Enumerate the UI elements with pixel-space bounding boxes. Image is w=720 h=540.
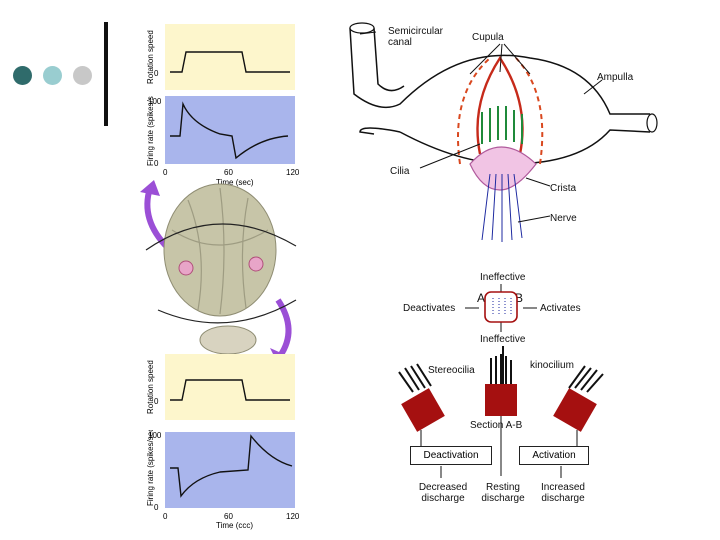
pointer-canal <box>359 31 377 35</box>
decor-dot-1 <box>13 66 32 85</box>
cilia-green <box>481 106 523 144</box>
purple-arrow-up <box>144 187 171 251</box>
label-cilia: Cilia <box>390 166 410 177</box>
decor-dot-3 <box>73 66 92 85</box>
top-rate-ylabel: Firing rate (spikes/sec) <box>146 96 155 166</box>
canal-opening <box>349 22 375 34</box>
hair-cell-left <box>401 388 445 432</box>
label-a: A <box>477 291 486 305</box>
cupula-dashed-left <box>457 57 491 165</box>
nerve-fibers <box>481 173 523 242</box>
bottom-rate-ytick-max: 100 <box>148 431 162 440</box>
hair-cell-diagram <box>398 284 604 478</box>
decor-vertical-bar <box>104 22 108 126</box>
bottom-xtick-0: 0 <box>163 512 168 521</box>
head-illustration <box>140 180 297 360</box>
label-ampulla: Ampulla <box>597 72 634 83</box>
deactivation-box: Deactivation <box>410 446 492 465</box>
pointer-nerve <box>517 215 551 223</box>
top-xtick-0: 0 <box>163 168 168 177</box>
label-ineffective-top: Ineffective <box>480 272 526 283</box>
top-xtick-120: 120 <box>286 168 300 177</box>
bottom-speed-plot: Rotation speed 0 <box>120 352 300 426</box>
rotation-arrow-bottom <box>157 299 297 324</box>
pointer-ampulla <box>583 79 603 95</box>
pointer-cilia <box>419 143 481 169</box>
label-decreased: Decreased discharge <box>418 482 468 504</box>
label-stereocilia: Stereocilia <box>428 365 475 376</box>
top-speed-trace <box>170 51 290 73</box>
top-rate-plot: Firing rate (spikes/sec) 100 0 0 60 120 … <box>120 85 300 188</box>
top-xtick-60: 60 <box>224 168 233 177</box>
pointer-cupula-1 <box>469 43 501 75</box>
label-kinocilium: kinocilium <box>530 360 574 371</box>
bottom-speed-ylabel: Rotation speed <box>146 360 155 414</box>
bottom-rate-ytick-zero: 0 <box>154 503 159 512</box>
top-rate-plot-bg <box>165 96 295 164</box>
bottom-rate-trace <box>170 434 293 498</box>
label-nerve: Nerve <box>550 213 577 224</box>
hair-cell-left-stereocilia <box>398 363 432 393</box>
hair-bundle-dots <box>492 298 512 316</box>
crista-pink <box>469 146 537 191</box>
label-resting: Resting discharge <box>481 482 525 504</box>
top-speed-plot-bg <box>165 24 295 90</box>
left-ear-canal <box>178 260 194 276</box>
label-increased: Increased discharge <box>541 482 585 504</box>
top-speed-ytick-zero: 0 <box>154 69 159 78</box>
hair-strands <box>171 187 269 315</box>
decor-dot-2 <box>43 66 62 85</box>
canal-outline <box>349 27 651 165</box>
label-cupula: Cupula <box>472 32 504 43</box>
pointer-cupula-2 <box>499 43 503 73</box>
bottom-xtick-60: 60 <box>224 512 233 521</box>
top-rate-ytick-zero: 0 <box>154 159 159 168</box>
bottom-speed-trace <box>170 379 290 401</box>
top-speed-ylabel: Rotation speed <box>146 30 155 84</box>
label-ineffective-bottom: Ineffective <box>480 334 526 345</box>
top-rate-ytick-max: 100 <box>148 97 162 106</box>
hair-cell-center <box>485 384 517 416</box>
bottom-rate-ylabel: Firing rate (spikes/sec) <box>146 430 155 506</box>
label-semicircular-canal: Semicircular canal <box>388 26 444 48</box>
bottom-rate-plot: Firing rate (spikes/sec) 100 0 0 60 120 … <box>120 425 300 530</box>
bottom-speed-ytick-zero: 0 <box>154 397 159 406</box>
label-section: Section A-B <box>470 420 523 431</box>
purple-arrow-down <box>275 298 292 358</box>
label-activates: Activates <box>540 303 581 314</box>
neck-shape <box>199 325 257 355</box>
head-shape <box>163 183 277 317</box>
hair-cell-right-stereocilia <box>568 365 604 393</box>
cupula-solid <box>476 55 524 155</box>
hair-cell-right <box>553 388 597 432</box>
bottom-rate-plot-bg <box>165 432 295 508</box>
purple-arrowhead-up <box>140 180 160 196</box>
ampulla-end <box>646 113 658 133</box>
bottom-xlabel: Time (ccc) <box>216 521 253 530</box>
activation-box: Activation <box>519 446 589 465</box>
ampulla-diagram <box>349 22 658 242</box>
pointer-cupula-3 <box>503 43 531 75</box>
hair-cell-center-stereocilia <box>490 346 512 384</box>
top-xlabel: Time (sec) <box>216 178 254 187</box>
rotation-arrow-top <box>145 223 297 251</box>
pointer-crista <box>525 177 551 187</box>
label-b: B <box>515 291 524 305</box>
label-deactivates: Deactivates <box>403 303 456 314</box>
top-rate-trace <box>170 101 289 160</box>
hair-bundle-top-view <box>484 291 518 323</box>
label-crista: Crista <box>550 183 577 194</box>
bottom-speed-plot-bg <box>165 354 295 420</box>
bottom-xtick-120: 120 <box>286 512 300 521</box>
right-ear-canal <box>248 256 264 272</box>
top-speed-plot: Rotation speed 0 <box>120 22 300 96</box>
